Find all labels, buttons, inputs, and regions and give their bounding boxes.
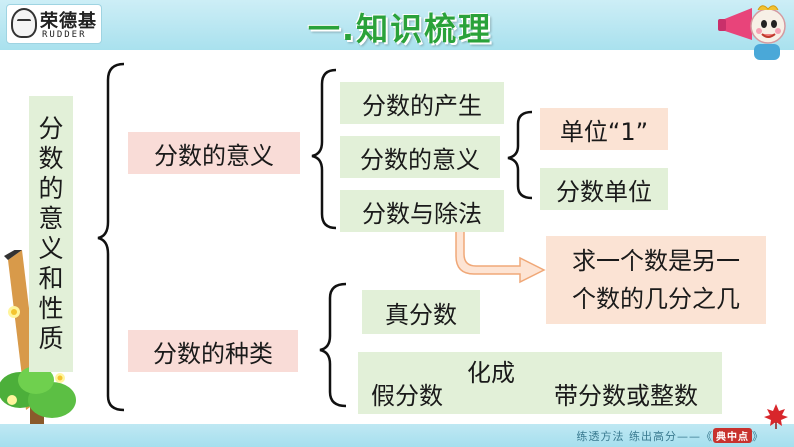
logo-text: 荣德基 [40, 11, 97, 32]
logo-face-icon [11, 8, 37, 38]
root-char: 的 [38, 174, 64, 203]
mascot-megaphone-icon [718, 5, 786, 60]
meaning-brace [311, 68, 337, 230]
page-title: 一.知识梳理 [307, 10, 493, 48]
node-origin: 分数的产生 [340, 82, 504, 124]
node-result: 带分数或整数 [554, 381, 698, 410]
root-topic: 分 数 的 意 义 和 性 质 [29, 96, 73, 372]
node-meaning-child: 分数的意义 [340, 136, 500, 178]
node-types: 分数的种类 [128, 330, 298, 372]
main-brace [97, 62, 125, 412]
header-bar: 荣德基 RUDDER 一.知识梳理 [0, 0, 794, 50]
node-unit-one: 单位“1” [540, 108, 668, 150]
unit-brace [507, 110, 533, 200]
footer-slogan: 练透方法 练出高分——《典中点》 [577, 428, 765, 444]
logo: 荣德基 RUDDER [6, 4, 102, 44]
root-char: 数 [38, 144, 64, 173]
node-fraction-unit: 分数单位 [540, 168, 668, 210]
logo-subtext: RUDDER [42, 30, 87, 40]
footer-end: 》 [752, 430, 764, 443]
node-meaning: 分数的意义 [128, 132, 300, 174]
node-improper-row [358, 352, 722, 414]
convert-label: 化成 [467, 358, 515, 387]
node-improper: 假分数 [371, 381, 443, 410]
root-char: 义 [38, 234, 64, 263]
callout-line: 个数的几分之几 [572, 285, 740, 313]
footer-text: 练透方法 练出高分——《 [576, 430, 713, 443]
node-proper: 真分数 [362, 290, 480, 334]
root-char: 性 [38, 294, 64, 323]
root-char: 和 [38, 264, 64, 293]
root-char: 质 [38, 324, 64, 353]
root-char: 意 [38, 204, 64, 233]
maple-leaf-icon [764, 404, 788, 429]
footer-badge: 典中点 [713, 428, 752, 443]
callout-line: 求一个数是另一 [572, 247, 740, 275]
root-char: 分 [38, 114, 64, 143]
types-brace [319, 282, 347, 408]
node-callout: 求一个数是另一 个数的几分之几 [546, 236, 766, 324]
bent-arrow [455, 227, 546, 284]
footer-bar: 练透方法 练出高分——《典中点》 [0, 424, 794, 447]
node-division: 分数与除法 [340, 190, 504, 232]
